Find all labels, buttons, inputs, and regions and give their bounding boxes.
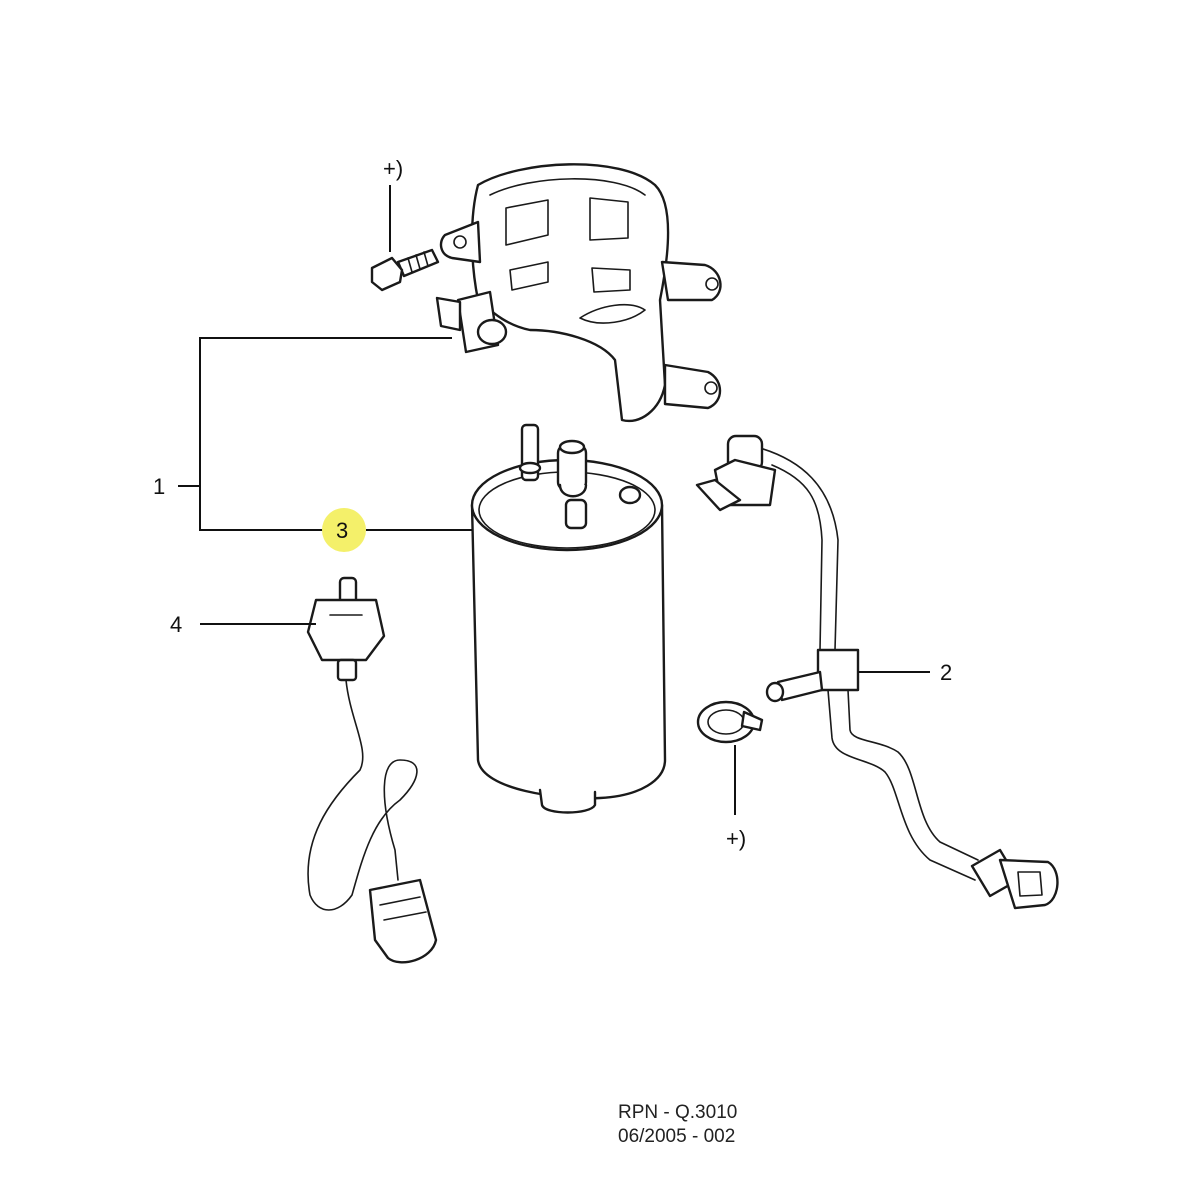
clamp-note-label: +) xyxy=(726,826,746,851)
reference-date: 06/2005 - 002 xyxy=(618,1126,735,1147)
fuel-line-assembly xyxy=(695,434,1059,910)
bolt-note-label: +) xyxy=(383,156,403,181)
callout-1-group-bracket xyxy=(199,337,452,531)
bracket-bolt xyxy=(370,248,440,292)
fuel-filter-canister xyxy=(470,423,667,814)
filter-bracket xyxy=(435,163,722,423)
callout-3-label: 3 xyxy=(336,518,348,543)
callout-2-label: 2 xyxy=(940,660,952,685)
callout-4-label: 4 xyxy=(170,612,182,637)
hose-clamp xyxy=(696,700,764,744)
callout-1-label: 1 xyxy=(153,474,165,499)
water-sensor-assembly xyxy=(306,576,438,964)
callout-3-highlight xyxy=(322,508,366,552)
reference-code: RPN - Q.3010 xyxy=(618,1102,737,1123)
